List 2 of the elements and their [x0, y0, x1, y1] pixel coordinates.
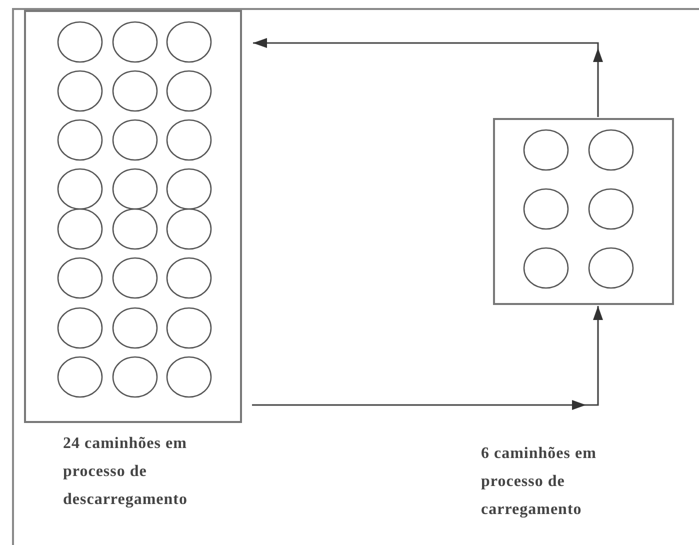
caption-text: 24 caminhões em processo de descarregamento: [63, 434, 188, 510]
caption-text: 6 caminhões em processo de carregamento: [481, 444, 598, 520]
